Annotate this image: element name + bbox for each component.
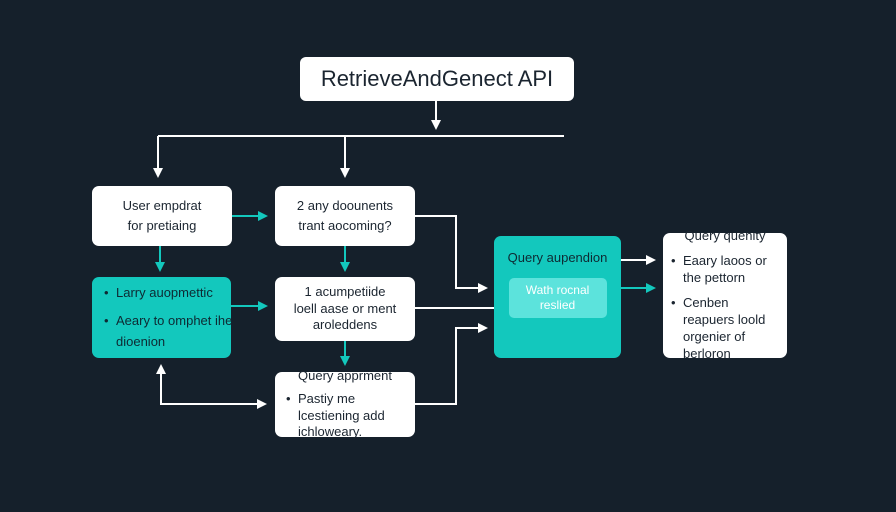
node-query-appr-bullets: Pastiy me lcestiening add ichloweary. xyxy=(286,391,404,442)
node-documents-line-1: 2 any doounents xyxy=(296,197,394,213)
node-user-input-line-2: for pretiaing xyxy=(127,218,197,233)
node-augment-middle-line-2: loell aase or ment xyxy=(293,300,397,316)
node-user-input: User empdrat for pretiaing xyxy=(92,186,232,246)
node-augment-left-bullet-2: Aeary to omphet ihe dioenion xyxy=(104,311,234,351)
node-query-quality-bullet-2: Cenben reapuers loold orgenier of berlor… xyxy=(671,295,779,363)
node-user-input-line-1: User empdrat xyxy=(122,197,202,213)
diagram-title-text: RetrieveAndGenect API xyxy=(320,66,554,91)
node-query-appr-label: Query apprment xyxy=(298,367,392,383)
node-query-appr: Query apprment Pastiy me lcestiening add… xyxy=(275,368,415,439)
node-augment-middle-line-1: 1 acumpetiide xyxy=(304,283,386,299)
node-query-aug-pill: Wath rocnal reslied xyxy=(508,278,607,319)
node-query-aug-label: Query aupendion xyxy=(507,250,608,265)
node-query-quality-bullet-1: Eaary laoos or the pettorn xyxy=(671,253,779,287)
connector-documents-to-query-aug xyxy=(415,215,488,293)
node-augment-left: Larry auopmettic Aeary to omphet ihe dio… xyxy=(92,277,234,358)
node-augment-middle: 1 acumpetiide loell aase or ment aroledd… xyxy=(275,277,415,341)
node-query-quality-bullets: Eaary laoos or the pettorn Cenben reapue… xyxy=(671,253,779,362)
node-query-aug-pill-line-2: reslied xyxy=(539,298,576,313)
diagram-title: RetrieveAndGenect API xyxy=(300,57,574,101)
node-documents-line-2: trant aocoming? xyxy=(298,218,392,233)
node-query-aug: Query aupendion Wath rocnal reslied xyxy=(494,236,621,358)
node-query-aug-pill-line-1: Wath rocnal xyxy=(525,282,590,297)
node-augment-left-bullet-1: Larry auopmettic xyxy=(104,283,234,303)
node-query-quality: Query quenity Eaary laoos or the pettorn… xyxy=(663,228,787,361)
node-query-quality-label: Query quenity xyxy=(684,228,766,244)
node-augment-middle-line-3: aroleddens xyxy=(312,317,378,333)
connector-appr-to-query-aug xyxy=(415,323,488,405)
node-query-appr-bullet-1: Pastiy me lcestiening add ichloweary. xyxy=(286,391,404,442)
node-documents: 2 any doounents trant aocoming? xyxy=(275,186,415,246)
connector-loop xyxy=(160,374,267,409)
node-augment-left-bullets: Larry auopmettic Aeary to omphet ihe dio… xyxy=(104,283,234,351)
